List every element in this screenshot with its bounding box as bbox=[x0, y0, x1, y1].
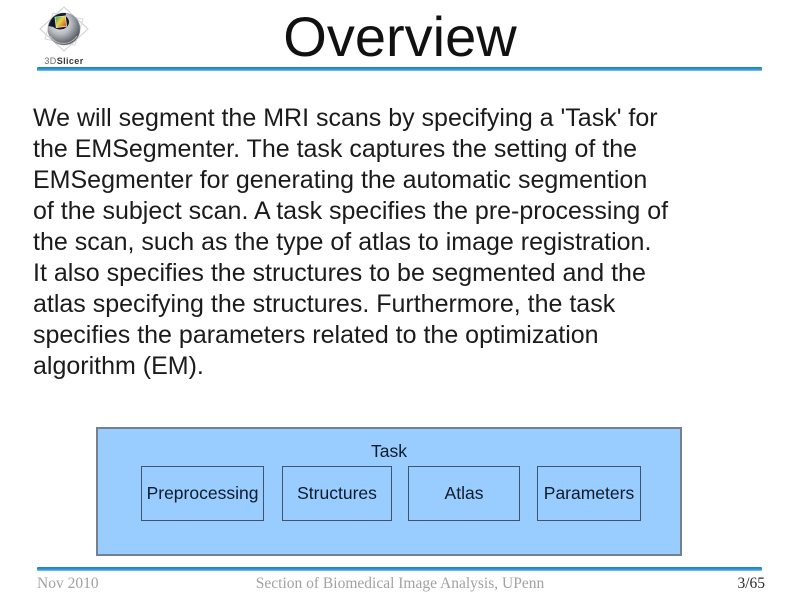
body-paragraph: We will segment the MRI scans by specify… bbox=[33, 103, 778, 382]
slicer-logo-icon bbox=[39, 6, 89, 52]
footer-affiliation: Section of Biomedical Image Analysis, UP… bbox=[255, 575, 545, 592]
footer-page-number: 3/65 bbox=[737, 575, 765, 592]
slicer-logo-label: 3DSlicer bbox=[44, 56, 84, 66]
body-line: EMSegmenter for generating the automatic… bbox=[33, 166, 648, 194]
task-diagram-title: Task bbox=[371, 441, 407, 461]
task-diagram: Task Preprocessing Structures Atlas Para… bbox=[96, 427, 682, 556]
footer-date: Nov 2010 bbox=[37, 575, 99, 592]
header-divider bbox=[37, 67, 762, 71]
footer-divider bbox=[37, 567, 762, 571]
footer: Nov 2010 Section of Biomedical Image Ana… bbox=[0, 575, 800, 597]
body-line: specifies the parameters related to the … bbox=[33, 321, 599, 349]
task-box-parameters: Parameters bbox=[537, 466, 641, 521]
task-box-preprocessing: Preprocessing bbox=[141, 466, 264, 521]
body-line: We will segment the MRI scans by specify… bbox=[33, 104, 658, 132]
page-title: Overview bbox=[283, 5, 517, 68]
body-line: the scan, such as the type of atlas to i… bbox=[33, 228, 652, 256]
body-line: algorithm (EM). bbox=[33, 352, 204, 380]
body-line: of the subject scan. A task specifies th… bbox=[33, 197, 669, 225]
slicer-logo: 3DSlicer bbox=[24, 5, 104, 66]
body-line: It also specifies the structures to be s… bbox=[33, 259, 646, 287]
task-box-atlas: Atlas bbox=[408, 466, 520, 521]
task-box-structures: Structures bbox=[282, 466, 392, 521]
body-line: atlas specifying the structures. Further… bbox=[33, 290, 616, 318]
body-line: the EMSegmenter. The task captures the s… bbox=[33, 135, 638, 163]
